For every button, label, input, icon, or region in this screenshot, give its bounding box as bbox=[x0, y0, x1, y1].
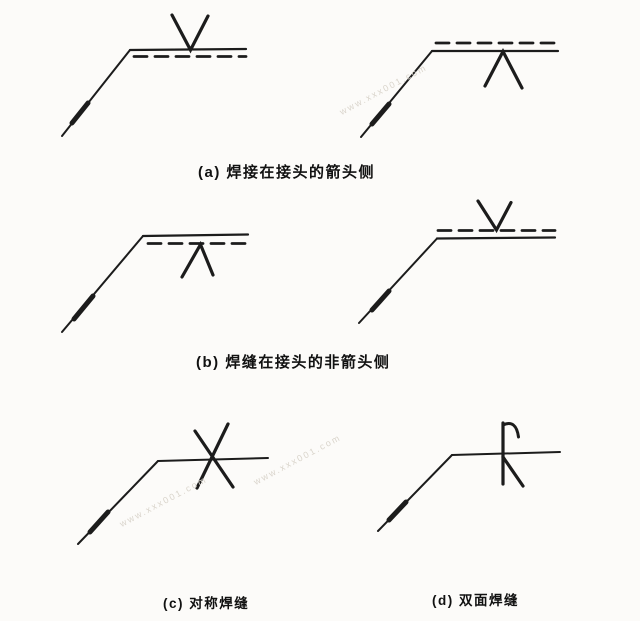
x-symbol-icon bbox=[195, 422, 230, 490]
arrowhead-icon bbox=[69, 100, 91, 126]
caption-c: (c) 对称焊缝 bbox=[163, 596, 250, 611]
arrowhead-icon bbox=[369, 288, 392, 313]
diagram-a-right bbox=[360, 41, 560, 138]
diagram-c bbox=[77, 422, 269, 545]
arrowhead-icon bbox=[369, 101, 392, 127]
diagram-b-left bbox=[61, 233, 250, 333]
diagram-a-left bbox=[61, 13, 248, 137]
caption-b: (b) 焊缝在接头的非箭头侧 bbox=[196, 354, 391, 371]
arrowhead-icon bbox=[71, 293, 96, 322]
diagram-b-right bbox=[358, 199, 557, 324]
x-symbol-icon bbox=[193, 429, 235, 489]
v-groove-icon bbox=[180, 240, 215, 279]
v-groove-icon bbox=[170, 13, 210, 54]
arrowhead-icon bbox=[386, 499, 409, 523]
caption-d: (d) 双面焊缝 bbox=[432, 593, 519, 608]
arrowhead-icon bbox=[87, 509, 111, 535]
caption-a: (a) 焊接在接头的箭头侧 bbox=[198, 164, 376, 181]
bevel-stroke-icon bbox=[501, 455, 525, 488]
v-groove-icon bbox=[483, 48, 524, 90]
j-hook-icon bbox=[501, 422, 520, 439]
v-groove-icon bbox=[476, 199, 513, 234]
diagram-d bbox=[377, 421, 561, 532]
